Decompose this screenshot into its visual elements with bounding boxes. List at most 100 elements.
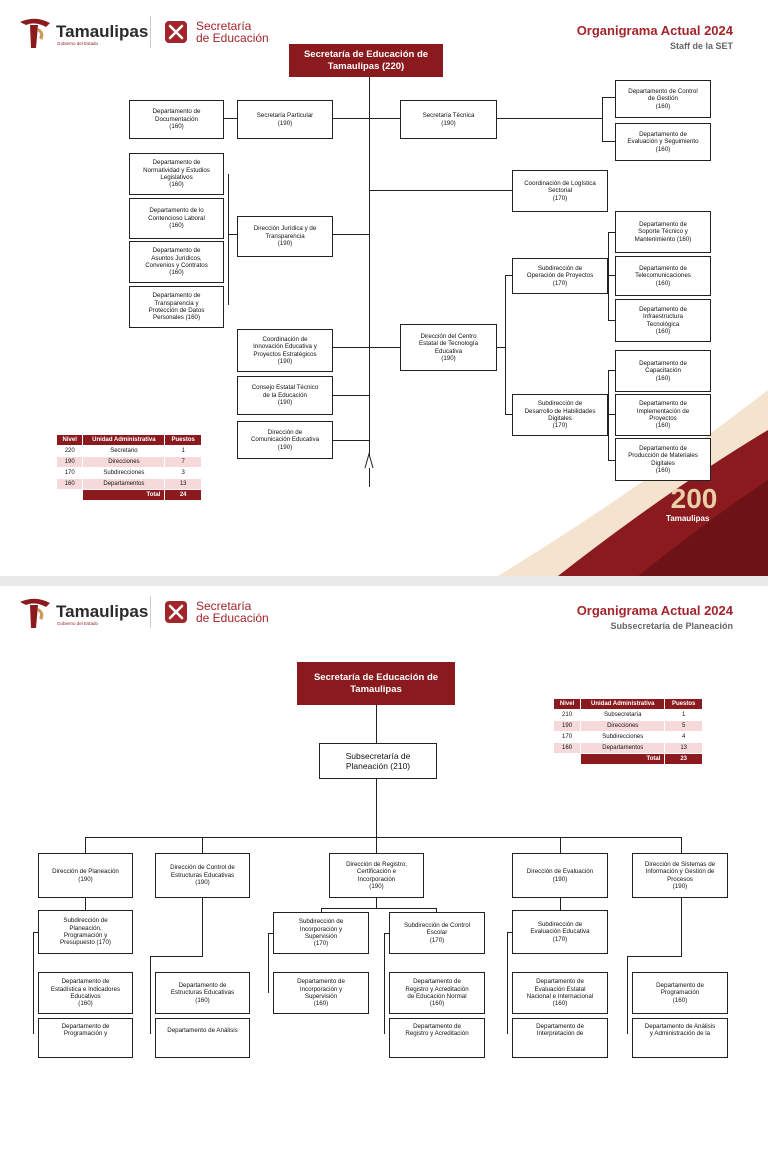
connector [369, 190, 512, 191]
connector [608, 414, 615, 415]
logo-wordmark: Tamaulipas [56, 602, 149, 621]
connector [602, 141, 615, 142]
connector [608, 370, 609, 460]
connector [333, 118, 400, 119]
connector [85, 898, 86, 910]
connector [150, 956, 203, 957]
connector [608, 232, 615, 233]
connector [33, 932, 34, 1034]
logo-wordmark: Tamaulipas [56, 22, 149, 41]
org-box-cutoff: Departamento de Análisis [155, 1018, 250, 1058]
logo-subtext: Gobierno del Estado [57, 621, 99, 626]
connector [376, 705, 377, 743]
slide-title: Organigrama Actual 2024 [576, 23, 733, 38]
org-box-dir-planeacion: Dirección de Planeación(190) [38, 853, 133, 898]
org-box-tecnica: Secretaría Técnica(190) [400, 100, 497, 139]
table-header: Puestos [664, 698, 703, 710]
logo-subtext: Gobierno del Estado [57, 41, 99, 46]
tamaulipas-logo-icon [20, 18, 50, 48]
connector [602, 97, 603, 141]
secretaria-line-2: de Educación [196, 31, 269, 45]
secretaria-logo-icon [165, 21, 187, 43]
secretaria-logo-icon [165, 601, 187, 623]
connector [608, 275, 615, 276]
connector [85, 837, 86, 853]
connector [33, 932, 38, 933]
corner-badge-text: Tamaulipas [666, 514, 710, 523]
table-header: Unidad Administrativa [82, 434, 166, 446]
connector [627, 956, 628, 1034]
break-mark-icon [364, 452, 374, 469]
connector [681, 837, 682, 853]
connector [507, 932, 508, 1034]
logo-divider [150, 596, 151, 628]
tamaulipas-logo-icon [20, 598, 50, 628]
table-header: Nivel [552, 698, 582, 710]
connector [505, 414, 512, 415]
connector [224, 118, 237, 119]
connector [602, 97, 615, 98]
connector [202, 837, 203, 853]
slide-title: Organigrama Actual 2024 [576, 603, 733, 618]
corner-decoration [498, 390, 768, 576]
connector [436, 908, 437, 912]
connector [384, 933, 389, 934]
svg-text:200: 200 [671, 484, 718, 514]
connector [150, 956, 151, 1034]
slide-subsecretaria-planeacion: Tamaulipas Gobierno del Estado Secretarí… [0, 576, 768, 1152]
org-box-particular: Secretaría Particular(190) [237, 100, 333, 139]
table-header: Unidad Administrativa [580, 698, 666, 710]
connector [228, 174, 229, 305]
connector [560, 837, 561, 853]
slide-subtitle: Staff de la SET [669, 41, 733, 51]
slide-subtitle: Subsecretaría de Planeación [610, 621, 733, 631]
connector [268, 933, 273, 934]
connector [321, 908, 437, 909]
connector [560, 898, 561, 910]
connector [608, 232, 609, 320]
slide-staff-set: Tamaulipas Gobierno del Estado Secretarí… [20, 16, 768, 576]
logo-divider [150, 16, 151, 48]
connector [505, 275, 512, 276]
